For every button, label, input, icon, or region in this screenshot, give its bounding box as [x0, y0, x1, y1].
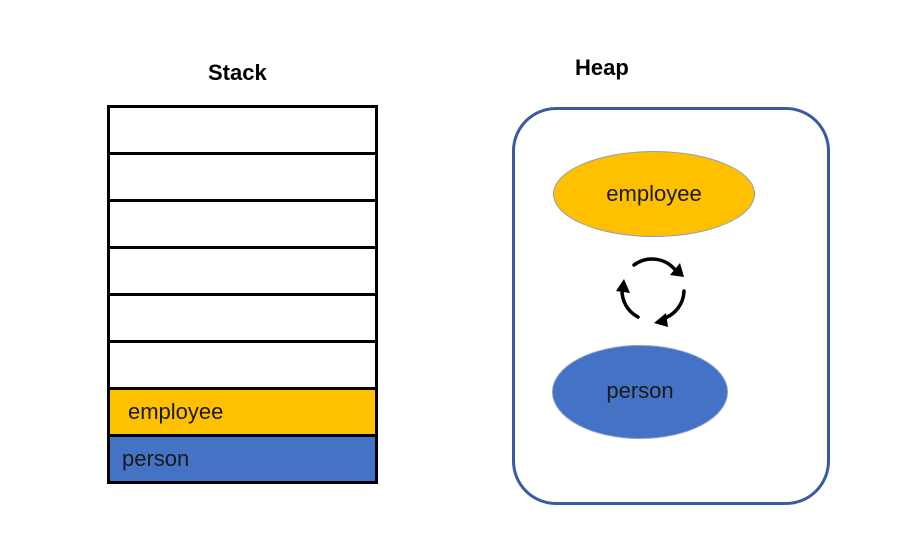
stack-slot-2: [110, 155, 375, 202]
stack-slot-3: [110, 202, 375, 249]
stack-column: employee person: [107, 105, 378, 484]
stack-employee-label: employee: [128, 399, 224, 424]
heap-title: Heap: [575, 55, 629, 80]
stack-slot-4: [110, 249, 375, 296]
heap-employee-label: employee: [606, 181, 702, 206]
stack-person-label: person: [122, 446, 190, 471]
heap-object-employee: employee: [553, 151, 755, 237]
stack-slot-5: [110, 296, 375, 343]
stack-slot-1: [110, 108, 375, 155]
heap-object-person: person: [552, 345, 728, 439]
heap-person-label: person: [606, 377, 674, 403]
heap-container: [512, 107, 830, 505]
stack-slot-6: [110, 343, 375, 390]
stack-slot-person: person: [110, 437, 375, 484]
stack-slot-employee: employee: [110, 390, 375, 437]
stack-title: Stack: [208, 60, 267, 85]
circular-arrows-icon: [616, 257, 686, 327]
